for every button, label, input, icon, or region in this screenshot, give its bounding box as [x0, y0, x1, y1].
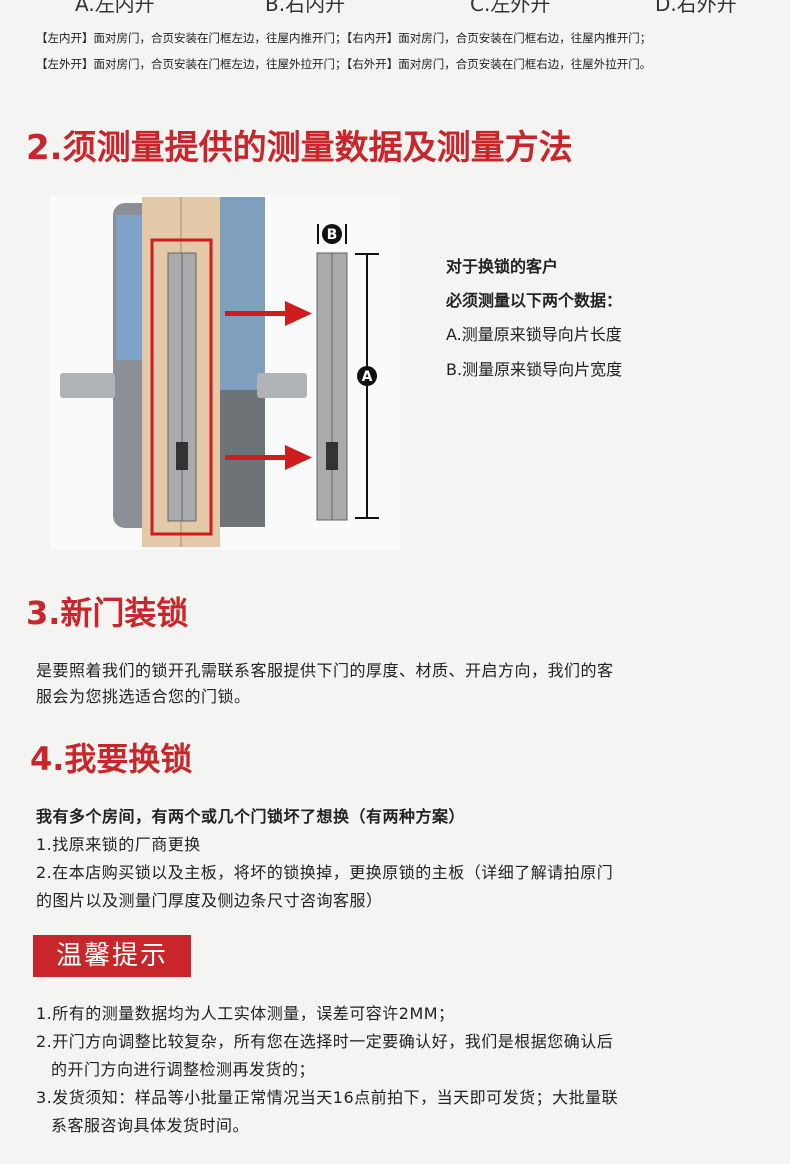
label-b: B — [327, 227, 338, 243]
section2-title: 2.须测量提供的测量数据及测量方法 — [26, 128, 573, 168]
paragraph-line: 的图片以及测量门厚度及侧边条尺寸咨询客服） — [36, 891, 383, 910]
tip-line: 3.发货须知：样品等小批量正常情况当天16点前拍下，当天即可发货；大批量联 — [36, 1088, 619, 1107]
tip-line: 2.开门方向调整比较复杂，所有您在选择时一定要确认好，我们是根据您确认后 — [36, 1032, 614, 1051]
door-type-b: B.右内开 — [265, 0, 346, 16]
door-type-c: C.左外开 — [470, 0, 551, 16]
arrow-icon — [225, 301, 312, 470]
lock-measure-diagram: A B — [50, 195, 400, 550]
right-handle — [257, 373, 307, 398]
tip-line: 的开门方向进行调整检测再发货的； — [51, 1060, 316, 1079]
door-type-a: A.左内开 — [75, 0, 155, 16]
paragraph-line: 服会为您挑选适合您的门锁。 — [36, 687, 251, 706]
note: B.测量原来锁导向片宽度 — [446, 360, 623, 379]
paragraph-line: 是要照着我们的锁开孔需联系客服提供下门的厚度、材质、开启方向，我们的客 — [36, 661, 614, 680]
highlight-box — [150, 238, 213, 536]
paragraph-line: 我有多个房间，有两个或几个门锁坏了想换（有两种方案） — [36, 807, 466, 826]
tip-line: 系客服咨询具体发货时间。 — [51, 1116, 250, 1135]
section3-title: 3.新门装锁 — [26, 594, 189, 632]
direction-line: 【左外开】面对房门，合页安装在门框左边，往屋外拉开门；【右外开】面对房门，合页安… — [36, 57, 652, 71]
paragraph-line: 1.找原来锁的厂商更换 — [36, 835, 201, 854]
door-type-d: D.右外开 — [655, 0, 737, 16]
note: 对于换锁的客户 — [446, 257, 559, 276]
section4-title: 4.我要换锁 — [30, 740, 193, 778]
label-a: A — [362, 369, 373, 385]
note: A.测量原来锁导向片长度 — [446, 325, 622, 344]
tip-line: 1.所有的测量数据均为人工实体测量，误差可容许2MM； — [36, 1004, 455, 1023]
paragraph-line: 2.在本店购买锁以及主板，将坏的锁换掉，更换原锁的主板（详细了解请拍原门 — [36, 863, 614, 882]
tips-title: 温馨提示 — [33, 935, 191, 977]
direction-line: 【左内开】面对房门，合页安装在门框左边，往屋内推开门；【右内开】面对房门，合页安… — [36, 31, 652, 45]
left-handle — [60, 373, 115, 398]
note: 必须测量以下两个数据： — [446, 291, 623, 310]
